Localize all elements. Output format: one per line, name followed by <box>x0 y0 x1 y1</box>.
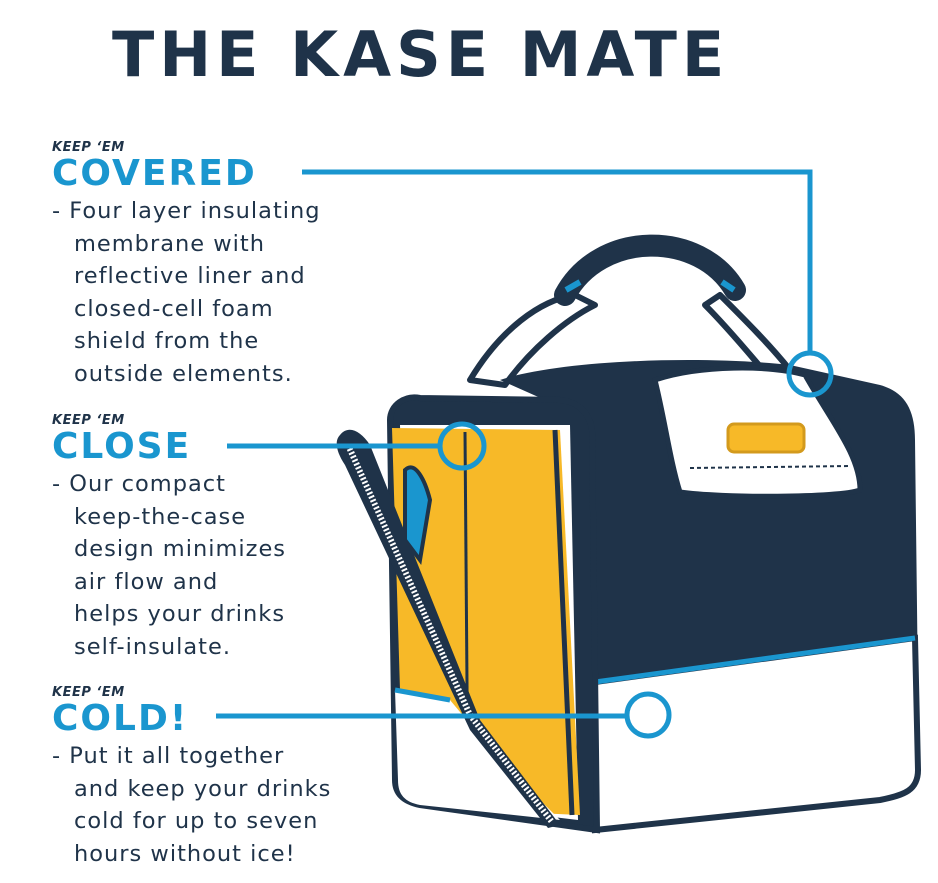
feature-cold: KEEP ‘EM COLD! - Put it all together and… <box>52 685 331 870</box>
callout-lines <box>216 169 834 739</box>
description-line: - Our compact <box>52 471 226 497</box>
feature-close: KEEP ‘EM CLOSE - Our compact keep-the-ca… <box>52 413 286 663</box>
page-title: THE KASE MATE <box>112 18 730 91</box>
feature-description: - Four layer insulating membrane with re… <box>52 195 321 390</box>
feature-heading: COVERED <box>52 153 257 194</box>
description-line: - Four layer insulating <box>52 198 321 224</box>
description-line: cold for up to seven <box>74 808 319 834</box>
description-line: self-insulate. <box>74 633 231 660</box>
description-line: - Put it all together <box>52 743 285 769</box>
feature-heading: COLD! <box>52 698 189 739</box>
feature-description: - Our compact keep-the-case design minim… <box>52 468 286 663</box>
feature-description: - Put it all together and keep your drin… <box>52 740 331 870</box>
description-line: hours without ice! <box>74 840 296 867</box>
description-line: and keep your drinks <box>74 775 332 802</box>
description-line: keep-the-case <box>74 503 247 530</box>
feature-kicker: KEEP ‘EM <box>52 140 125 155</box>
description-line: shield from the <box>74 328 260 354</box>
feature-kicker: KEEP ‘EM <box>52 685 125 700</box>
handle-icon <box>467 234 793 388</box>
feature-kicker: KEEP ‘EM <box>52 413 125 428</box>
description-line: membrane with <box>74 230 265 257</box>
description-line: outside elements. <box>74 360 293 387</box>
description-line: reflective liner and <box>74 263 306 289</box>
description-line: air flow and <box>74 568 219 595</box>
description-line: closed-cell foam <box>74 295 274 322</box>
description-line: design minimizes <box>74 536 287 562</box>
feature-heading: CLOSE <box>52 426 192 467</box>
description-line: helps your drinks <box>74 601 286 627</box>
feature-covered: KEEP ‘EM COVERED - Four layer insulating… <box>52 140 321 390</box>
